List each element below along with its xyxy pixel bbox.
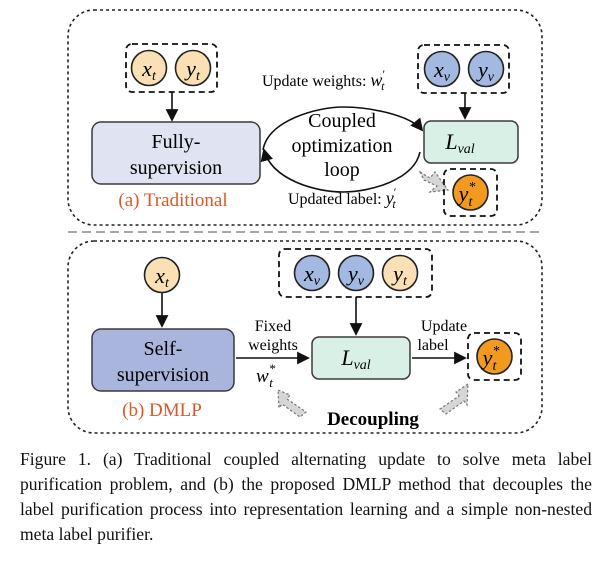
fully-supervision-box: Fully- supervision [91, 121, 261, 185]
svg-text:Lval: Lval [340, 345, 370, 373]
fixed-weights-label-1: Fixed [255, 318, 291, 335]
svg-text:xv: xv [433, 57, 451, 85]
dmlp-section-label: (b) DMLP [122, 400, 202, 421]
dmlp-hollow-arrow-left [277, 389, 307, 418]
svg-text:Fully-: Fully- [152, 131, 201, 153]
fixed-weights-label-2: weights [248, 337, 298, 354]
trad-output-y-star-node: yt* [452, 174, 489, 211]
svg-text:Lval: Lval [444, 129, 474, 157]
svg-text:optimization: optimization [291, 135, 392, 157]
svg-text:supervision: supervision [130, 157, 222, 179]
svg-text:yt: yt [391, 261, 408, 289]
svg-text:Coupled: Coupled [308, 110, 376, 132]
dmlp-output-group [467, 332, 522, 381]
svg-text:yt: yt [184, 56, 201, 84]
traditional-panel [67, 9, 543, 226]
svg-text:yt*: yt* [457, 180, 476, 210]
dmlp-hollow-arrow-right [439, 382, 469, 415]
svg-text:xt: xt [154, 263, 170, 291]
trad-val-y-node: yv [467, 50, 505, 88]
dmlp-val-yt-node: yt [381, 254, 419, 292]
weight-w-star: w*t [256, 361, 276, 390]
svg-text:xt: xt [141, 56, 157, 84]
trad-val-x-node: xv [423, 50, 461, 88]
svg-text:yv: yv [476, 57, 495, 85]
dmlp-output-y-star-node: yt* [476, 338, 513, 375]
svg-text:loop: loop [324, 159, 360, 181]
updated-label-text: Updated label: y′t [288, 185, 397, 211]
dmlp-loss-box: Lval [311, 336, 411, 380]
coupled-loop: Coupled optimization loop [260, 106, 424, 193]
trad-input-y-node: yt [174, 49, 212, 87]
trad-output-group [443, 168, 498, 217]
figure-caption: Figure 1. (a) Traditional coupled altern… [20, 449, 592, 544]
dmlp-val-y-node: yv [337, 254, 375, 292]
trad-input-x-node: xt [130, 49, 168, 87]
svg-text:supervision: supervision [117, 364, 209, 386]
self-supervision-box: Self- supervision [91, 328, 235, 392]
decoupling-label: Decoupling [327, 409, 419, 430]
svg-text:Self-: Self- [144, 338, 183, 360]
svg-text:yt*: yt* [481, 344, 500, 374]
update-weights-label: Update weights: w′t [262, 67, 385, 93]
trad-loss-box: Lval [423, 120, 519, 164]
dmlp-panel [67, 240, 543, 434]
svg-text:xv: xv [303, 261, 321, 289]
update-label-2: label [417, 337, 449, 354]
svg-text:yv: yv [346, 261, 365, 289]
update-label-1: Update [421, 318, 467, 335]
dmlp-val-x-node: xv [293, 254, 331, 292]
dmlp-input-x-node: xt [143, 256, 181, 294]
trad-val-group [417, 44, 510, 94]
figure-diagram: xt yt Fully- supervision Coupled optimiz… [67, 9, 543, 434]
trad-hollow-arrow [418, 170, 450, 193]
traditional-section-label: (a) Traditional [118, 190, 227, 211]
